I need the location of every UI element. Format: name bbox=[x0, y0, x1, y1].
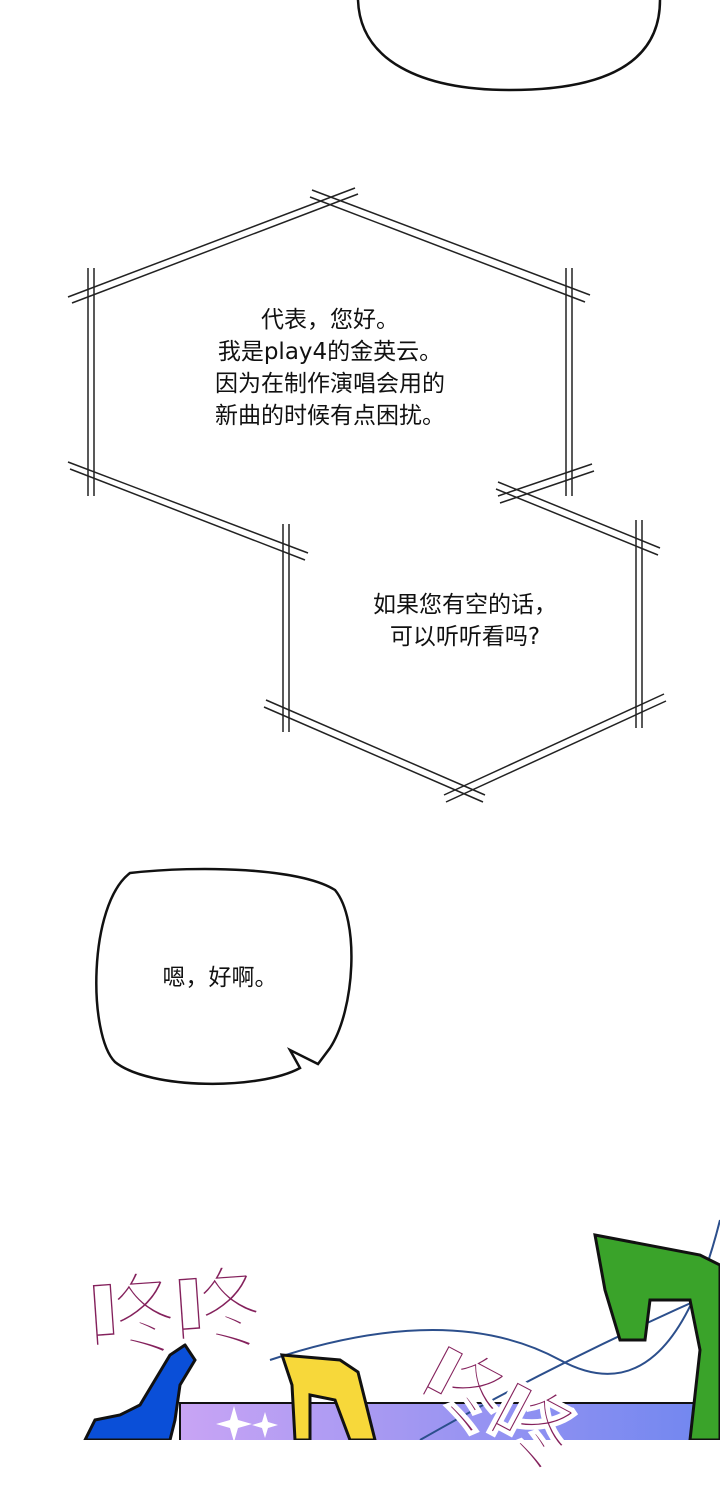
speech-bubble-top bbox=[356, 0, 662, 92]
dialogue-line: 可以听听看吗? bbox=[389, 624, 541, 650]
hex-bubble-1-text: 代表，您好。 我是play4的金英云。 因为在制作演唱会用的 新曲的时候有点困扰… bbox=[170, 304, 490, 432]
comic-artwork bbox=[67, 0, 720, 1440]
hex-bubble-2-text: 如果您有空的话， 可以听听看吗? bbox=[330, 589, 600, 653]
sfx-knock-1: 咚咚 bbox=[81, 1254, 262, 1375]
speech-bubble-round bbox=[95, 867, 353, 1086]
sparkle-icon bbox=[216, 1406, 278, 1440]
round-bubble-text: 嗯，好啊。 bbox=[162, 965, 278, 991]
purple-band bbox=[179, 1402, 720, 1440]
music-note-yellow-icon bbox=[279, 1353, 377, 1440]
dialogue-line: 我是play4的金英云。 bbox=[217, 339, 443, 365]
dialogue-line: 因为在制作演唱会用的 bbox=[215, 371, 445, 397]
music-note-green-icon bbox=[593, 1233, 720, 1440]
music-note-blue-icon bbox=[83, 1342, 197, 1440]
dialogue-line: 代表，您好。 bbox=[261, 307, 399, 333]
dialogue-line: 新曲的时候有点困扰。 bbox=[215, 403, 445, 429]
hex-bubble-2 bbox=[263, 481, 667, 803]
dialogue-line: 如果您有空的话， bbox=[373, 592, 557, 618]
stitch-line bbox=[269, 1219, 720, 1440]
